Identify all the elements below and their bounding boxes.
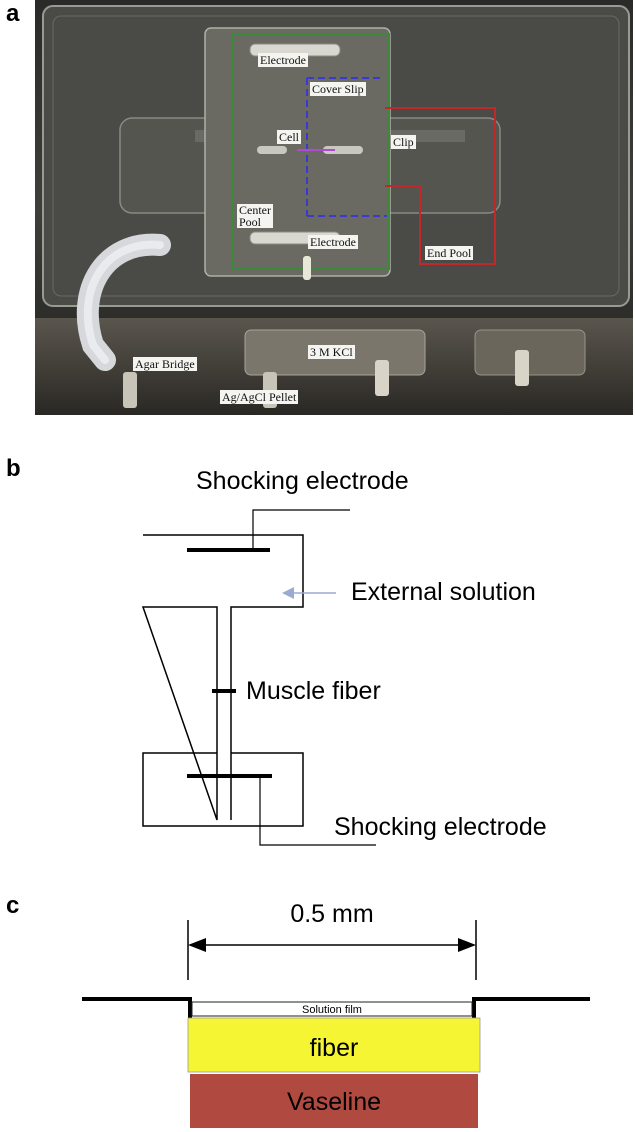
vaseline-layer	[190, 1074, 478, 1128]
label-vaseline: Vaseline	[287, 1088, 381, 1116]
bottom-electrode-lead	[259, 776, 376, 846]
label-center-pool-line1: Center	[239, 203, 271, 217]
pellet-post-4	[515, 350, 529, 386]
solution-film	[191, 1001, 473, 1017]
fiber-cross-section: 0.5 mm Solution film fiber Vaseline	[82, 900, 590, 1128]
cell-slot-left	[257, 146, 287, 154]
panel-letter-c: c	[6, 892, 20, 919]
label-end-pool: End Pool	[425, 246, 474, 260]
left-partition	[82, 997, 192, 1018]
top-electrode-lead	[252, 509, 350, 550]
label-solution-film: Solution film	[302, 1004, 362, 1016]
label-shocking-electrode-top: Shocking electrode	[196, 467, 409, 495]
panel-letter-b: b	[6, 455, 21, 482]
bottom-pool-outline	[142, 752, 304, 827]
apparatus-photo: Electrode Cover Slip Cell Clip Center Po…	[35, 0, 633, 415]
label-center-pool-line2: Pool	[239, 215, 262, 229]
right-reservoir	[474, 329, 586, 376]
label-muscle-fiber: Muscle fiber	[246, 677, 381, 705]
pellet-post-1	[123, 372, 137, 408]
pellet-post-3	[375, 360, 389, 396]
label-agar-bridge: Agar Bridge	[133, 357, 197, 371]
label-clip: Clip	[391, 135, 416, 149]
label-shocking-electrode-bottom: Shocking electrode	[334, 813, 547, 841]
chamber-stem	[303, 256, 311, 280]
label-dimension: 0.5 mm	[290, 900, 373, 928]
top-pool-outline	[141, 534, 304, 821]
cover-slip-outline	[306, 77, 387, 217]
label-external-solution: External solution	[351, 578, 536, 606]
label-cover-slip: Cover Slip	[310, 82, 366, 96]
right-partition	[472, 997, 590, 1018]
end-pool-outline	[385, 107, 496, 265]
label-cell: Cell	[277, 130, 301, 144]
chamber-schematic: Shocking electrode External solution Mus…	[141, 467, 547, 846]
label-fiber: fiber	[310, 1034, 359, 1062]
agar-bridge-highlight	[83, 240, 164, 364]
fiber-layer	[187, 1017, 481, 1073]
dimension-arrowhead-right	[458, 938, 476, 952]
cell-slot-right	[323, 146, 363, 154]
label-pellet: Ag/AgCl Pellet	[220, 390, 299, 404]
dimension-arrowhead-left	[188, 938, 206, 952]
acrylic-inner-edge	[52, 15, 620, 297]
label-center-pool: Center Pool	[237, 204, 273, 228]
label-kcl: 3 M KCl	[308, 345, 355, 359]
label-electrode-bottom: Electrode	[308, 235, 358, 249]
solution-arrowhead	[282, 587, 294, 599]
label-electrode-top: Electrode	[258, 53, 308, 67]
panel-letter-a: a	[6, 0, 20, 27]
